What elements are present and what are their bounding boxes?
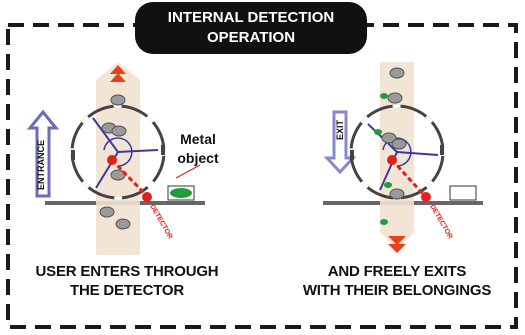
empty-tray — [449, 185, 477, 201]
metal-object-label-2: object — [177, 150, 219, 166]
title-line-1: INTERNAL DETECTION — [168, 9, 334, 26]
exit-arrow-icon: EXIT — [323, 110, 357, 175]
person-icon — [99, 94, 131, 230]
right-caption-line-2: WITH THEIR BELONGINGS — [302, 282, 492, 299]
metal-object — [167, 164, 201, 201]
belongings-icon — [374, 93, 392, 225]
title-line-2: OPERATION — [207, 29, 295, 46]
detector-label: DETECTOR — [428, 204, 453, 241]
detector-label: DETECTOR — [148, 204, 173, 241]
right-caption-line-1: AND FREELY EXITS — [327, 263, 467, 280]
left-panel: ENTRANCE DETE — [26, 62, 219, 255]
entrance-label: ENTRANCE — [36, 140, 46, 190]
title-badge: INTERNAL DETECTION OPERATION — [135, 2, 367, 54]
entrance-arrow-icon: ENTRANCE — [26, 109, 60, 198]
right-panel: EXIT — [323, 62, 483, 253]
left-caption-line-1: USER ENTERS THROUGH — [35, 263, 219, 280]
exit-down-arrow-icon — [388, 236, 406, 253]
exit-label: EXIT — [335, 119, 345, 140]
metal-object-label-1: Metal — [180, 131, 216, 147]
left-caption: USER ENTERS THROUGH THE DETECTOR — [7, 262, 247, 300]
right-caption: AND FREELY EXITS WITH THEIR BELONGINGS — [277, 262, 517, 300]
walking-path — [380, 62, 414, 250]
left-caption-line-2: THE DETECTOR — [70, 282, 184, 299]
exit-up-arrow-icon — [110, 65, 126, 82]
person-icon — [381, 67, 407, 200]
